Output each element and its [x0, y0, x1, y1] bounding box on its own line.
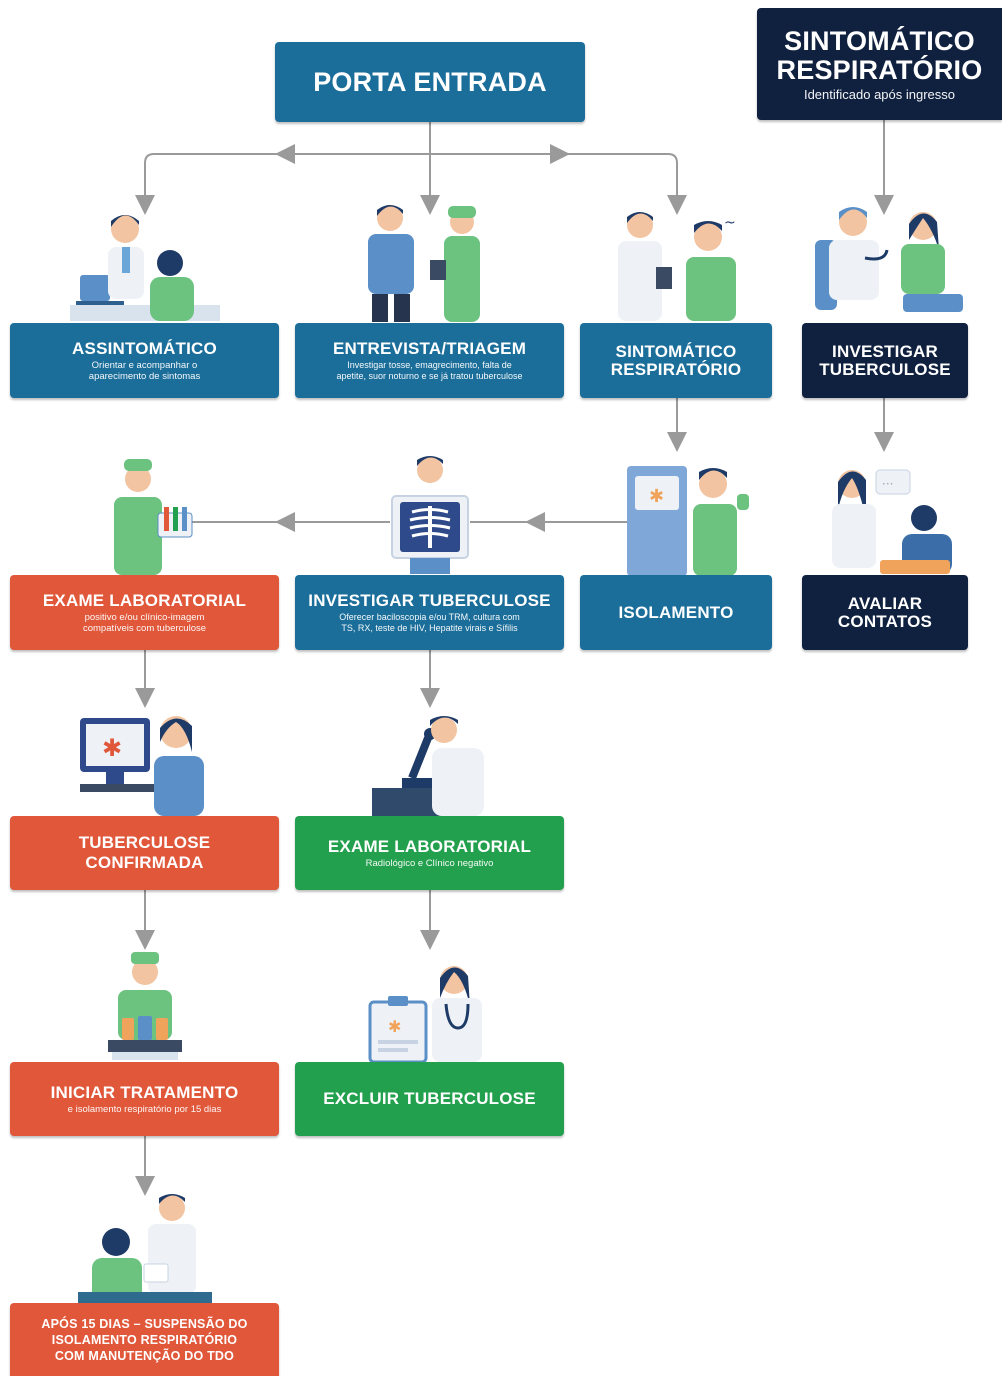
doctor-consultation-icon: ··· — [832, 469, 952, 574]
svg-text:~: ~ — [724, 215, 736, 231]
exame-lab-positivo-subtitle: positivo e/ou clínico-imagem compatíveis… — [82, 611, 207, 634]
coughing-patient-icon: ~ — [618, 212, 736, 321]
reception-desk-icon — [70, 215, 220, 321]
iniciar-tratamento-box: INICIAR TRATAMENTO e isolamento respirat… — [10, 1062, 279, 1136]
doctor-clipboard-report-icon: ✱ — [368, 966, 482, 1062]
sintomatico-top-box: SINTOMÁTICO RESPIRATÓRIO Identificado ap… — [757, 8, 1002, 120]
excluir-tb-box: EXCLUIR TUBERCULOSE — [295, 1062, 564, 1136]
lab-technician-test-tubes-icon — [114, 459, 193, 575]
exame-lab-positivo-box: EXAME LABORATORIAL positivo e/ou clínico… — [10, 575, 279, 650]
isolamento-title: ISOLAMENTO — [618, 602, 734, 622]
tb-confirmada-title: TUBERCULOSE CONFIRMADA — [78, 833, 211, 872]
investigar-tb-center-subtitle: Oferecer baciloscopia e/ou TRM, cultura … — [339, 611, 520, 633]
exame-lab-negativo-box: EXAME LABORATORIAL Radiológico e Clínico… — [295, 816, 564, 890]
investigar-tb-right-title: INVESTIGAR TUBERCULOSE — [819, 341, 951, 379]
exame-lab-positivo-title: EXAME LABORATORIAL — [42, 590, 247, 610]
exame-lab-negativo-title: EXAME LABORATORIAL — [327, 836, 532, 856]
porta-entrada-box: PORTA ENTRADA — [275, 42, 585, 122]
sintomatico-mid-title: SINTOMÁTICO RESPIRATÓRIO — [610, 341, 742, 379]
iniciar-tratamento-title: INICIAR TRATAMENTO — [50, 1082, 239, 1102]
investigar-tb-center-box: INVESTIGAR TUBERCULOSE Oferecer bacilosc… — [295, 575, 564, 650]
apos-15-dias-box: APÓS 15 DIAS – SUSPENSÃO DO ISOLAMENTO R… — [10, 1303, 279, 1376]
pharmacist-medication-icon — [108, 952, 182, 1060]
entrevista-triagem-subtitle: Investigar tosse, emagrecimento, falta d… — [336, 359, 523, 381]
entrevista-triagem-box: ENTREVISTA/TRIAGEM Investigar tosse, ema… — [295, 323, 564, 398]
assintomatico-box: ASSINTOMÁTICO Orientar e acompanhar o ap… — [10, 323, 279, 398]
investigar-tb-right-box: INVESTIGAR TUBERCULOSE — [802, 323, 968, 398]
stethoscope-exam-icon — [815, 207, 963, 312]
excluir-tb-title: EXCLUIR TUBERCULOSE — [323, 1089, 536, 1108]
svg-text:✱: ✱ — [388, 1017, 401, 1036]
tb-confirmada-box: TUBERCULOSE CONFIRMADA — [10, 816, 279, 890]
assintomatico-title: ASSINTOMÁTICO — [72, 338, 217, 358]
isolamento-box: ISOLAMENTO — [580, 575, 772, 650]
connector-porta-to-sintomatico — [430, 153, 687, 215]
doctor-patient-interview-icon — [368, 205, 480, 322]
investigar-tb-center-title: INVESTIGAR TUBERCULOSE — [308, 590, 551, 610]
microscope-researcher-icon — [372, 716, 484, 816]
chest-xray-icon — [391, 456, 469, 574]
assintomatico-subtitle: Orientar e acompanhar o aparecimento de … — [88, 359, 201, 382]
apos-15-dias-title: APÓS 15 DIAS – SUSPENSÃO DO ISOLAMENTO R… — [41, 1316, 248, 1363]
connector-porta-to-assintomatico — [135, 153, 430, 215]
avaliar-contatos-title: AVALIAR CONTATOS — [837, 593, 933, 631]
computer-diagnosis-icon: ✱ — [80, 716, 204, 816]
sintomatico-top-title: SINTOMÁTICO RESPIRATÓRIO — [776, 25, 983, 85]
porta-entrada-title: PORTA ENTRADA — [313, 67, 547, 97]
svg-text:···: ··· — [882, 477, 893, 491]
sintomatico-mid-box: SINTOMÁTICO RESPIRATÓRIO — [580, 323, 772, 398]
exame-lab-negativo-subtitle: Radiológico e Clínico negativo — [365, 857, 494, 869]
sintomatico-top-subtitle: Identificado após ingresso — [803, 86, 956, 102]
follow-up-consult-icon — [78, 1194, 212, 1304]
avaliar-contatos-box: AVALIAR CONTATOS — [802, 575, 968, 650]
isolation-room-icon: ✱ — [627, 466, 749, 576]
svg-text:✱: ✱ — [649, 486, 664, 507]
iniciar-tratamento-subtitle: e isolamento respiratório por 15 dias — [67, 1103, 222, 1115]
entrevista-triagem-title: ENTREVISTA/TRIAGEM — [332, 338, 527, 358]
svg-text:✱: ✱ — [102, 734, 122, 762]
